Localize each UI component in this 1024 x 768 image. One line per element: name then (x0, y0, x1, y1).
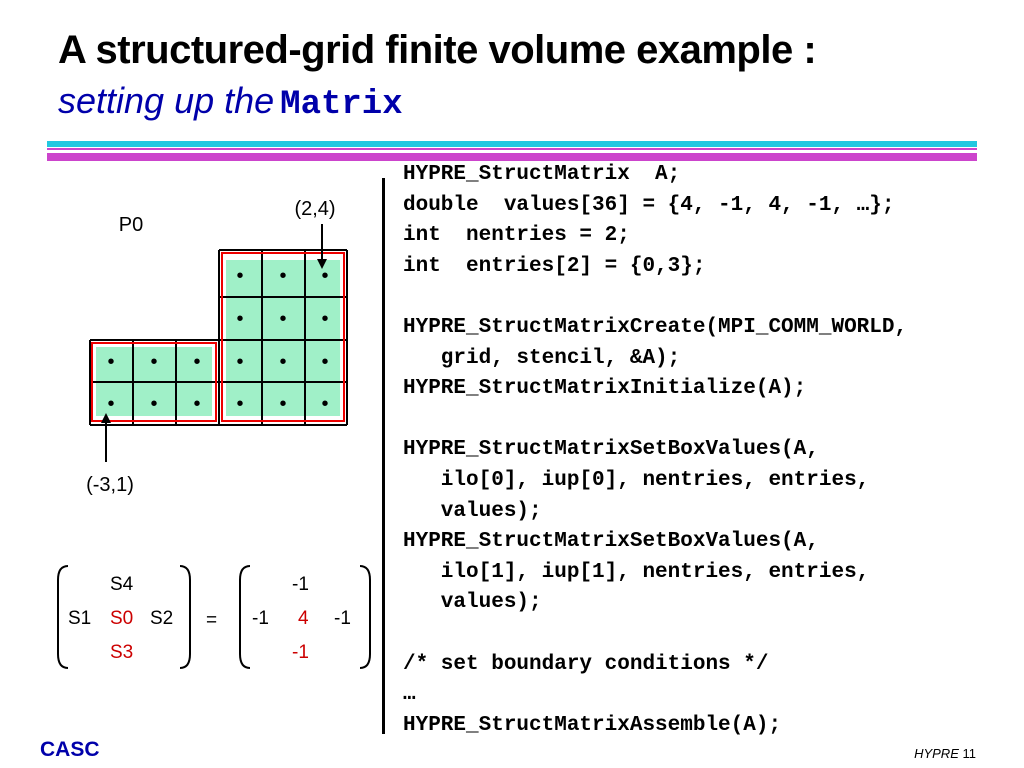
code-line: int nentries = 2; (403, 224, 630, 248)
cell-dot: • (236, 351, 243, 373)
code-line: values); (403, 591, 542, 615)
cell-dot: • (107, 393, 114, 415)
bracket-right-1 (179, 565, 191, 669)
org-logo-text: CASC (40, 738, 100, 761)
stencil-s4: S4 (110, 574, 134, 595)
code-line: … (403, 683, 416, 707)
code-line: HYPRE_StructMatrixSetBoxValues(A, (403, 530, 819, 554)
coef-right: -1 (334, 608, 351, 629)
cell-dot: • (279, 393, 286, 415)
coef-left: -1 (252, 608, 269, 629)
code-line: ​ (403, 405, 907, 436)
cell-fills (96, 260, 340, 416)
cell-dot: • (193, 351, 200, 373)
lower-box-outline (91, 342, 217, 422)
column-separator (382, 178, 385, 734)
upper-corner-label: (2,4) (294, 198, 335, 220)
bracket-left-1 (57, 565, 69, 669)
upper-box-fill (226, 260, 340, 416)
code-line: int entries[2] = {0,3}; (403, 254, 706, 278)
bracket-left-2 (239, 565, 251, 669)
grid-diagram: • • • • • • • • • • • • • • • • • • P0 (… (86, 198, 348, 496)
cell-dot: • (107, 351, 114, 373)
matrix-brackets (57, 565, 371, 669)
code-listing: HYPRE_StructMatrix A; double values[36] =… (403, 160, 907, 741)
coef-center: 4 (298, 608, 309, 629)
code-line: ​ (403, 282, 907, 313)
lower-corner-label: (-3,1) (86, 474, 134, 496)
cell-dot: • (236, 265, 243, 287)
rule-magenta-thin (47, 148, 977, 150)
cell-dot: • (279, 351, 286, 373)
code-line: HYPRE_StructMatrixSetBoxValues(A, (403, 438, 819, 462)
upper-box-outline (221, 252, 345, 422)
code-line: HYPRE_StructMatrix A; (403, 163, 681, 186)
page-number: 11 (962, 746, 977, 761)
cell-dot: • (150, 393, 157, 415)
box-outlines (91, 252, 345, 422)
cell-dot: • (279, 308, 286, 330)
code-line: ​ (403, 619, 907, 650)
code-line: /* set boundary conditions */ (403, 652, 769, 676)
cell-dot: • (321, 351, 328, 373)
subtitle-code-term: Matrix (280, 86, 403, 124)
code-line: ilo[0], iup[0], nentries, entries, (403, 468, 870, 492)
code-line: double values[36] = {4, -1, 4, -1, …}; (403, 193, 895, 217)
stencil-s3: S3 (110, 642, 134, 663)
code-line: HYPRE_StructMatrixCreate(MPI_COMM_WORLD, (403, 315, 908, 339)
code-line: HYPRE_StructMatrixAssemble(A); (403, 713, 782, 737)
cell-dot: • (321, 308, 328, 330)
cell-dot: • (150, 351, 157, 373)
cell-dot: • (236, 308, 243, 330)
cell-dot: • (279, 265, 286, 287)
coef-top: -1 (292, 574, 309, 595)
coef-bottom: -1 (292, 642, 309, 663)
stencil-s0: S0 (110, 608, 134, 629)
equals-sign: = (206, 610, 218, 631)
rule-magenta-thick (47, 153, 977, 161)
stencil-s1: S1 (68, 608, 92, 629)
code-line: ilo[1], iup[1], nentries, entries, (403, 560, 870, 584)
grid-lines (89, 249, 348, 426)
rule-cyan-thick (47, 141, 977, 147)
slide-title: A structured-grid finite volume example … (58, 28, 817, 72)
cell-dot: • (193, 393, 200, 415)
subtitle-text: setting up the (58, 80, 275, 121)
cell-dot: • (236, 393, 243, 415)
slide-footer: HYPRE 11 (914, 746, 976, 761)
cell-dots: • • • • • • • • • • • • • • • • • • (107, 265, 328, 415)
cell-dot: • (321, 265, 328, 287)
bracket-right-2 (359, 565, 371, 669)
code-line: grid, stencil, &A); (403, 346, 681, 370)
code-line: values); (403, 499, 542, 523)
code-line: HYPRE_StructMatrixInitialize(A); (403, 377, 807, 401)
stencil-s2: S2 (150, 608, 174, 629)
cell-dot: • (321, 393, 328, 415)
footer-product: HYPRE (914, 746, 959, 761)
processor-label: P0 (119, 214, 143, 236)
